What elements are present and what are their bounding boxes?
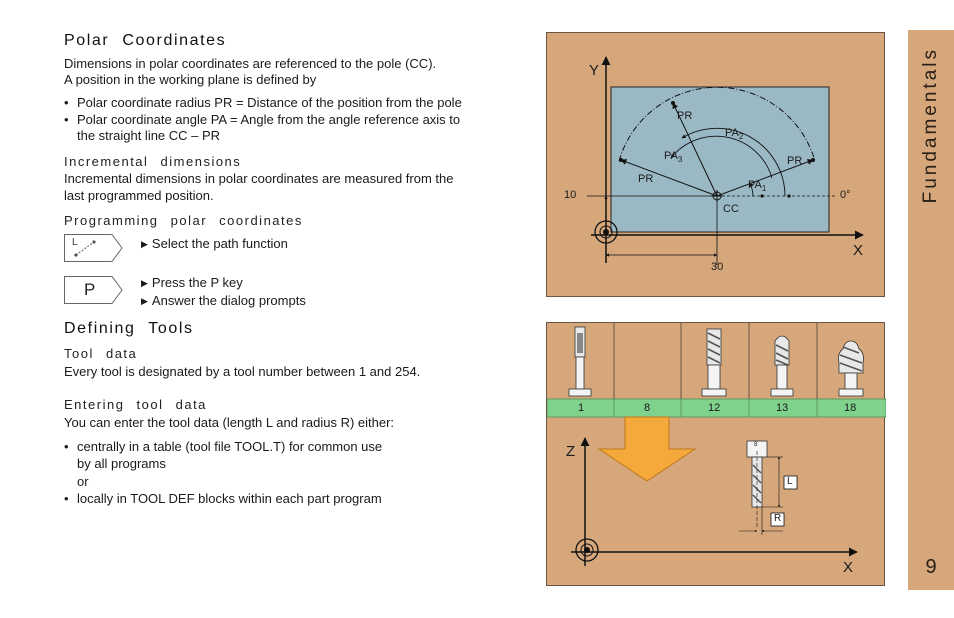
polar-coordinates-heading: Polar Coordinates [64,32,227,49]
polar-bullet-angle-continued: the straight line CC – PR [77,128,221,143]
polar-zero-degree: 0° [840,189,851,201]
line-function-key[interactable]: L [64,234,123,262]
pr-left-label: PR [638,173,654,185]
entering-bullet-tooldef: locally in TOOL DEF blocks within each p… [64,491,382,507]
incremental-line-1: Incremental dimensions in polar coordina… [64,171,454,186]
line-key-label: L [72,237,78,248]
incremental-line-2: last programmed position. [64,188,214,203]
tool-number-1: 1 [578,402,585,414]
tool-data-line: Every tool is designated by a tool numbe… [64,364,421,379]
pa3-subscript: 3 [677,155,683,165]
chapter-title: Fundamentals [908,30,954,220]
polar-diagram-drawing [587,56,864,265]
defining-tools-heading: Defining Tools [64,320,194,337]
line-key-shape [64,234,123,262]
entering-bullet-table: centrally in a table (tool file TOOL.T) … [64,439,382,455]
polar-bullet-angle: Polar coordinate angle PA = Angle from t… [64,112,460,128]
tools-diagram-drawing [547,323,886,566]
tool-data-heading: Tool data [64,346,138,361]
p-key-shape [64,276,123,304]
tools-x-axis-label: X [843,559,854,576]
tool-number-8: 8 [644,402,651,414]
tool-detail-tag: 8 [754,442,758,448]
entering-intro: You can enter the tool data (length L an… [64,415,395,430]
step-select-path: Select the path function [141,235,288,254]
polar-y-axis-label: Y [589,62,600,79]
polar-diagram: Y X 10 30 0° CC PR PR PR PA1 PA2 PA3 [546,32,885,297]
entering-bullet-table-continued: by all programs [77,456,166,471]
pa2-label: PA2 [725,127,743,141]
tool-radius-label: R [774,513,782,524]
entering-tool-data-heading: Entering tool data [64,397,207,412]
polar-x-axis-label: X [853,242,864,259]
polar-pole-label: CC [723,203,739,215]
p-key[interactable]: P [64,276,123,304]
polar-intro-line-2: A position in the working plane is defin… [64,72,317,87]
p-key-label: P [84,280,96,299]
incremental-heading: Incremental dimensions [64,154,242,169]
polar-x-dimension: 30 [711,261,724,273]
tool-number-12: 12 [708,402,721,414]
step-press-p: Press the P key [141,274,243,293]
chapter-tab [908,30,954,590]
page-number: 9 [925,556,937,578]
entering-or: or [77,474,89,489]
step-answer-dialog: Answer the dialog prompts [141,292,306,311]
polar-intro-line-1: Dimensions in polar coordinates are refe… [64,56,437,71]
programming-heading: Programming polar coordinates [64,213,303,228]
pa1-label: PA1 [748,179,766,193]
pa2-text: PA [725,127,739,139]
tools-z-axis-label: Z [566,443,576,460]
tool-number-18: 18 [844,402,857,414]
tools-diagram: 1 8 12 13 18 Z X L R 8 [546,322,886,586]
pr-top-label: PR [677,110,693,122]
pa3-text: PA [664,150,678,162]
pa2-subscript: 2 [738,132,744,142]
pa1-text: PA [748,179,762,191]
polar-bullet-radius: Polar coordinate radius PR = Distance of… [64,95,462,111]
pa1-subscript: 1 [761,184,767,194]
tool-length-label: L [787,476,793,487]
polar-y-dimension: 10 [564,189,577,201]
pr-right-label: PR [787,155,803,167]
tool-number-13: 13 [776,402,789,414]
chapter-title-text: Fundamentals [920,46,941,204]
pa3-label: PA3 [664,150,682,164]
